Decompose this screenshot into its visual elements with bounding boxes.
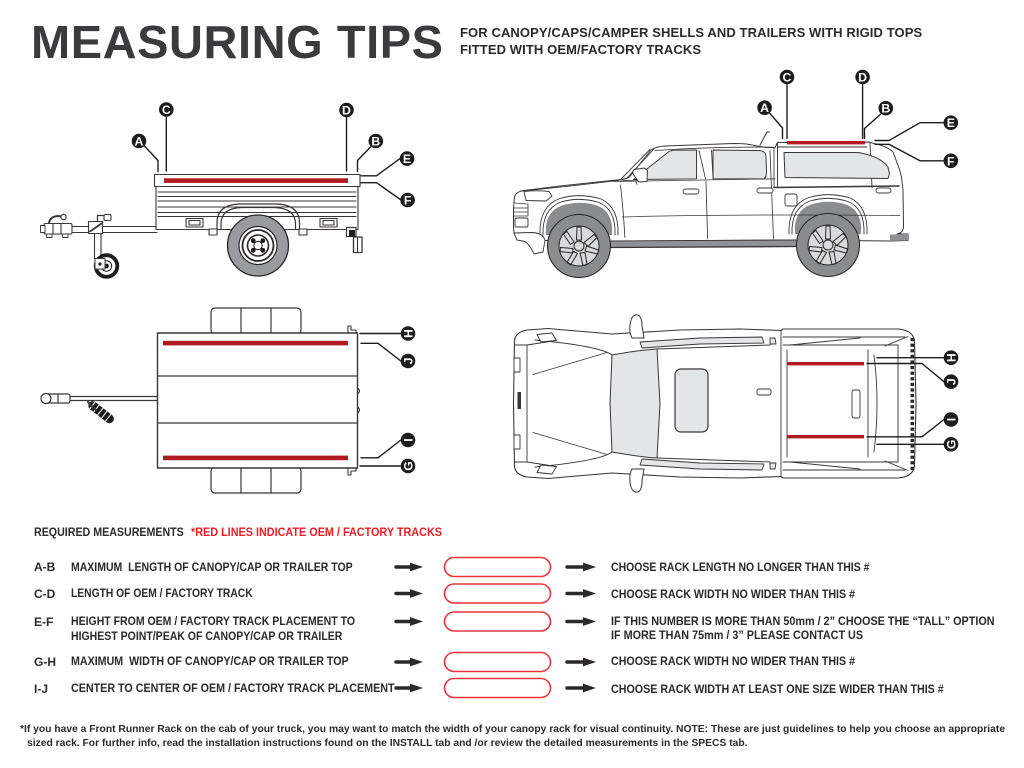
svg-text:E: E <box>947 116 955 130</box>
svg-text:F: F <box>947 154 955 168</box>
svg-text:J: J <box>402 358 416 365</box>
svg-text:C: C <box>783 71 792 85</box>
svg-text:A: A <box>760 101 769 115</box>
svg-text:D: D <box>858 71 867 85</box>
svg-text:E: E <box>403 152 411 166</box>
svg-text:A: A <box>135 135 144 149</box>
svg-text:H: H <box>945 353 959 362</box>
svg-text:F: F <box>404 194 412 208</box>
svg-text:B: B <box>881 102 890 116</box>
svg-text:G: G <box>402 461 416 471</box>
svg-text:I: I <box>402 438 416 441</box>
svg-text:H: H <box>402 329 416 338</box>
svg-text:B: B <box>371 135 380 149</box>
svg-text:G: G <box>945 440 959 450</box>
svg-text:I: I <box>945 418 959 421</box>
svg-text:D: D <box>342 104 351 118</box>
svg-text:J: J <box>945 378 959 385</box>
svg-text:C: C <box>162 103 171 117</box>
